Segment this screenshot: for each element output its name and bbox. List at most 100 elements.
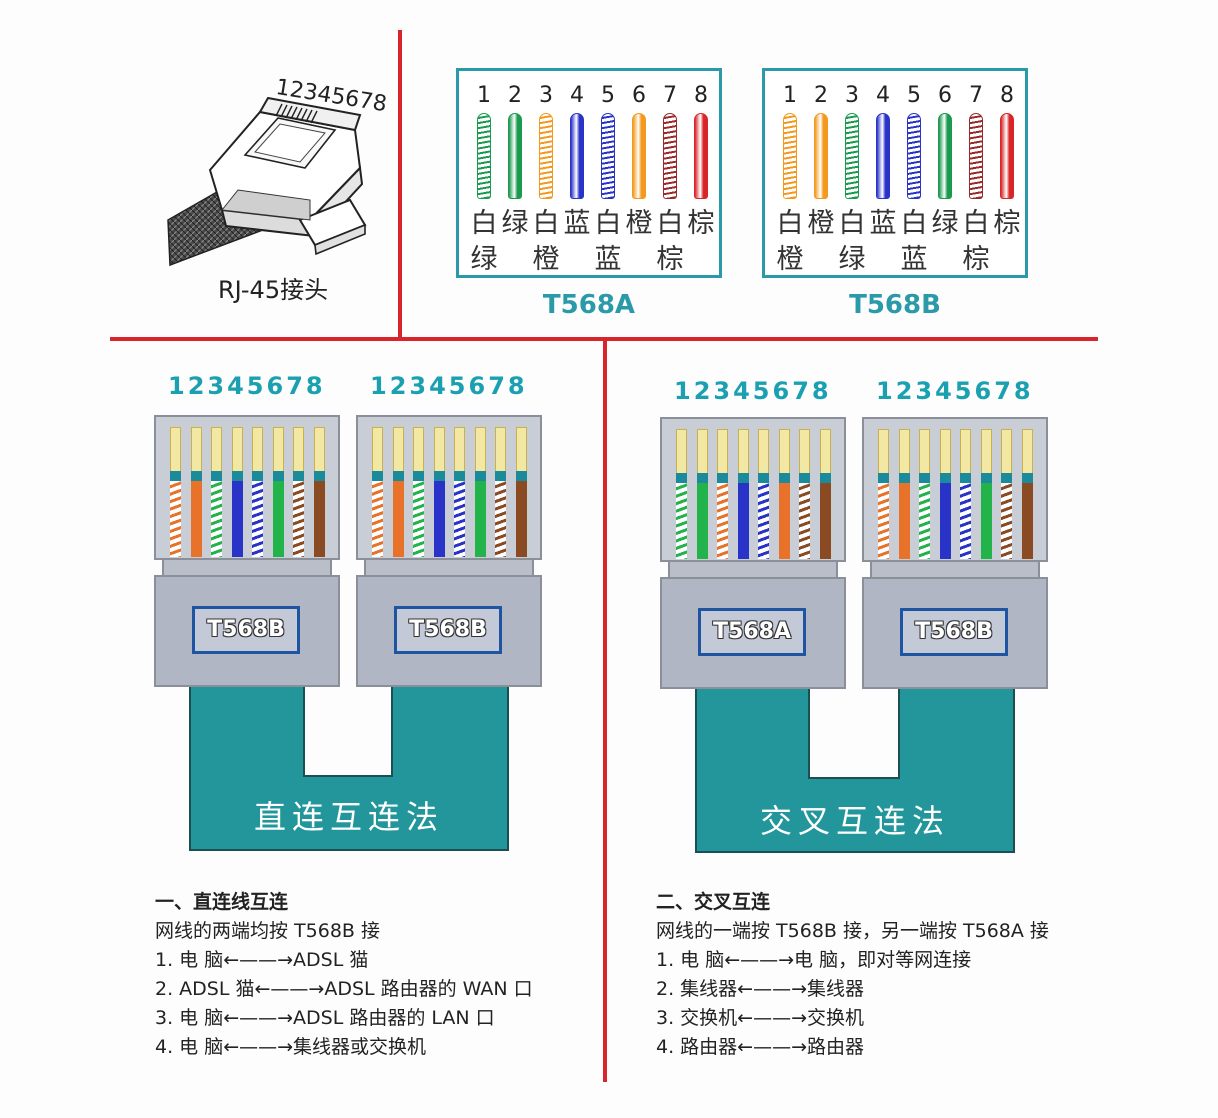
gold-contact — [190, 427, 202, 473]
gold-contact — [495, 427, 506, 473]
notes-cross-item: 2. 集线器←——→集线器 — [656, 978, 865, 1000]
contact-band — [758, 473, 769, 483]
wire-strand — [454, 481, 465, 557]
wire-strand — [819, 483, 831, 559]
contact-band — [454, 471, 465, 481]
wire-color-char: 蓝 — [594, 244, 622, 275]
wire-strand — [372, 481, 383, 557]
contact-band — [170, 471, 181, 481]
wire-color-char: 蓝 — [869, 208, 897, 239]
wire-strand — [190, 481, 202, 557]
wire-color-char: 白 — [656, 208, 684, 239]
contact-band — [515, 471, 527, 481]
gold-contact — [433, 427, 445, 473]
contact-band — [433, 471, 445, 481]
pin-number: 1 — [477, 83, 491, 108]
notes-cross-item: 3. 交换机←——→交换机 — [656, 1007, 865, 1029]
gold-contact — [878, 429, 889, 475]
wire-strand — [1001, 483, 1012, 559]
wire-strand — [495, 481, 506, 557]
gold-contact — [737, 429, 749, 475]
gold-contact — [252, 427, 263, 473]
gold-contact — [758, 429, 769, 475]
contact-band — [211, 471, 222, 481]
connector-head — [154, 415, 340, 560]
gold-contact — [960, 429, 971, 475]
wire-strand — [898, 483, 910, 559]
contact-band — [231, 471, 243, 481]
contact-band — [313, 471, 325, 481]
wire-swatch — [845, 113, 859, 199]
contact-band — [293, 471, 304, 481]
wire-swatch — [694, 113, 708, 199]
gold-contact — [272, 427, 284, 473]
connector-straight-left: T568B — [154, 415, 340, 687]
wire-strand — [293, 481, 304, 557]
wire-swatch — [508, 113, 522, 199]
gold-contact — [170, 427, 181, 473]
connector-standard-label: T568B — [394, 606, 502, 654]
pin-scale-4: 12345678 — [876, 377, 1034, 405]
wire-color-char: 白 — [838, 208, 866, 239]
wire-color-char: 白 — [594, 208, 622, 239]
gold-contact — [799, 429, 810, 475]
wire-swatch — [663, 113, 677, 199]
wire-strand — [960, 483, 971, 559]
wire-strand — [252, 481, 263, 557]
wire-color-char: 绿 — [838, 244, 866, 275]
wire-color-char: 棕 — [962, 244, 990, 275]
divider-horizontal — [110, 337, 1098, 341]
pin-number: 6 — [632, 83, 646, 108]
wire-swatch — [969, 113, 983, 199]
wire-color-char: 蓝 — [900, 244, 928, 275]
contact-band — [676, 473, 687, 483]
rj45-caption: RJ-45接头 — [218, 276, 329, 304]
connector-standard-label: T568B — [192, 606, 300, 654]
pin-scale-1: 12345678 — [168, 372, 326, 400]
contact-band — [778, 473, 790, 483]
wire-color-char: 白 — [470, 208, 498, 239]
connector-standard-label: T568A — [698, 608, 806, 656]
gold-contact — [474, 427, 486, 473]
gold-contact — [515, 427, 527, 473]
wire-strand — [980, 483, 992, 559]
gold-contact — [313, 427, 325, 473]
wire-strand — [717, 483, 728, 559]
wire-strand — [313, 481, 325, 557]
gold-contact — [980, 429, 992, 475]
wire-strand — [474, 481, 486, 557]
connector-standard-label: T568B — [900, 608, 1008, 656]
wire-swatch — [907, 113, 921, 199]
wire-strand — [231, 481, 243, 557]
wire-color-char: 白 — [776, 208, 804, 239]
connector-head — [356, 415, 542, 560]
pin-number: 3 — [845, 83, 859, 108]
contact-band — [190, 471, 202, 481]
gold-contact — [919, 429, 930, 475]
wire-strand — [211, 481, 222, 557]
pin-number: 8 — [1000, 83, 1014, 108]
divider-vertical-bottom — [603, 340, 607, 1082]
wire-strand — [939, 483, 951, 559]
pin-number: 2 — [814, 83, 828, 108]
contact-band — [799, 473, 810, 483]
gold-contact — [454, 427, 465, 473]
wire-strand — [919, 483, 930, 559]
connector-head — [862, 417, 1048, 562]
pin-number: 6 — [938, 83, 952, 108]
contact-band — [392, 471, 404, 481]
contact-band — [272, 471, 284, 481]
gold-contact — [939, 429, 951, 475]
notes-cross-heading: 二、交叉互连 — [656, 891, 771, 913]
notes-cross-item: 1. 电 脑←——→电 脑，即对等网连接 — [656, 949, 972, 971]
wire-swatch — [539, 113, 553, 199]
contact-band — [252, 471, 263, 481]
gold-contact — [293, 427, 304, 473]
gold-contact — [372, 427, 383, 473]
wire-color-char: 白 — [962, 208, 990, 239]
cross-method-label: 交叉互连法 — [759, 802, 950, 840]
wire-strand — [799, 483, 810, 559]
wire-strand — [1021, 483, 1033, 559]
contact-band — [1001, 473, 1012, 483]
gold-contact — [717, 429, 728, 475]
